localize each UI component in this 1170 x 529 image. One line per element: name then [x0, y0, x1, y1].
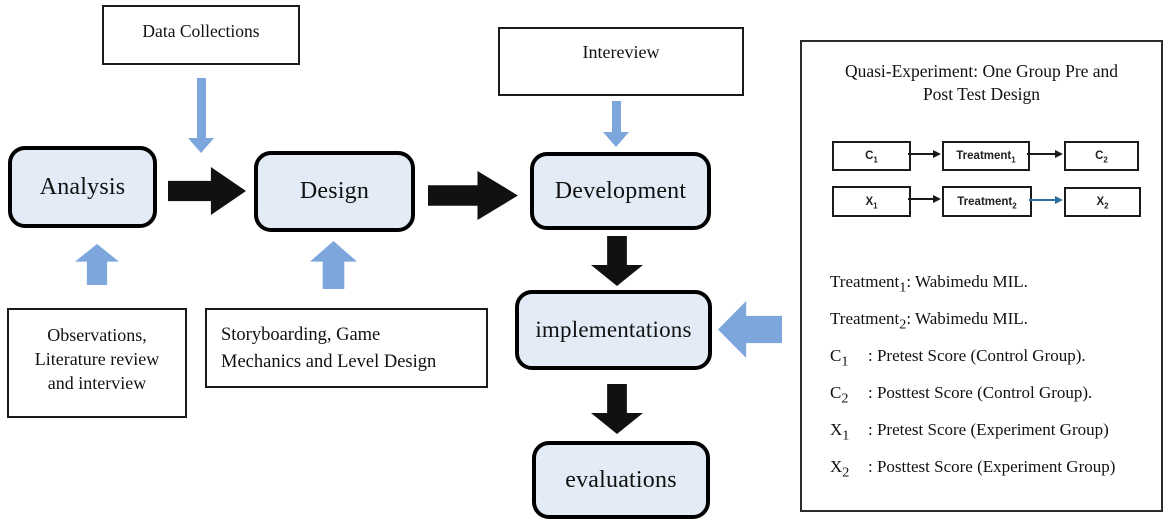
quasi-experiment-panel: Quasi-Experiment: One Group Pre and Post…: [800, 40, 1163, 512]
arrow-down-icon: [591, 236, 643, 286]
arrow-head: [603, 132, 629, 147]
arrow-right-icon: [1027, 149, 1063, 159]
posttest-experiment-box: X2: [1064, 187, 1141, 217]
legend-treatment1: Treatment1: Wabimedu MIL.: [830, 272, 1028, 296]
data-collections-box: Data Collections: [102, 5, 300, 65]
treatment1-box: Treatment1: [942, 141, 1030, 171]
legend-c2: C2: Posttest Score (Control Group).: [830, 383, 1093, 407]
legend-treatment2: Treatment2: Wabimedu MIL.: [830, 309, 1028, 333]
arrow-left-icon: [718, 301, 782, 358]
arrow-up-icon: [75, 244, 119, 285]
arrow-right-icon: [908, 149, 941, 159]
arrow-down-icon: [188, 78, 214, 153]
arrow-right-icon: [428, 171, 518, 220]
interview-box: Intereview: [498, 27, 744, 96]
posttest-control-box: C2: [1064, 141, 1139, 171]
arrow-right-icon: [908, 194, 941, 204]
arrow-up-icon: [310, 241, 357, 289]
legend-c1: C1: Pretest Score (Control Group).: [830, 346, 1086, 370]
panel-title: Quasi-Experiment: One Group Pre and Post…: [844, 61, 1119, 104]
arrow-shaft: [611, 101, 621, 132]
stage-design: Design: [254, 151, 415, 232]
arrow-shaft: [196, 78, 206, 138]
stage-development: Development: [530, 152, 711, 230]
stage-analysis: Analysis: [8, 146, 157, 228]
legend-x1: X1: Pretest Score (Experiment Group): [830, 420, 1109, 444]
pretest-control-box: C1: [832, 141, 911, 171]
storyboarding-box: Storyboarding, Game Mechanics and Level …: [205, 308, 488, 388]
treatment2-box: Treatment2: [942, 186, 1032, 217]
arrow-right-icon: [1029, 195, 1063, 205]
arrow-right-icon: [168, 167, 246, 215]
observations-box: Observations, Literature review and inte…: [7, 308, 187, 418]
stage-evaluations: evaluations: [532, 441, 710, 519]
legend-x2: X2: Posttest Score (Experiment Group): [830, 457, 1116, 481]
arrow-down-icon: [603, 101, 629, 147]
arrow-down-icon: [591, 384, 643, 434]
arrow-head: [188, 138, 214, 153]
stage-implementations: implementations: [515, 290, 712, 370]
pretest-experiment-box: X1: [832, 186, 911, 217]
